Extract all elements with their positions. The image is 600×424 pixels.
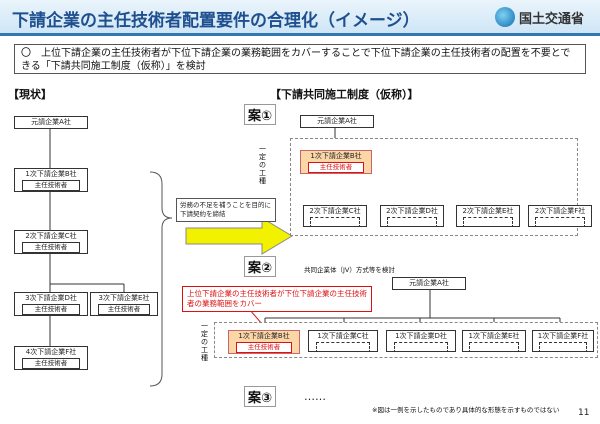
engineer-slot [469,342,519,351]
engineer-slot [310,217,360,226]
case2-sub-b-box: 1次下請企業B社主任技術者 [228,330,300,354]
current-sub-d-box: 3次下請企業D社主任技術者 [14,292,88,316]
case2-sub-f-box: 1次下請企業F社 [532,330,594,352]
company-name: 1次下請企業F社 [537,332,589,340]
case2-label: 案② [244,256,277,277]
logo-text: 国土交通省 [519,12,585,27]
page-number: 11 [578,408,590,418]
company-name: 3次下請企業E社 [98,294,150,302]
case2-sub-d-box: 1次下請企業D社 [386,330,456,352]
company-name: 2次下請企業D社 [386,207,438,215]
engineer-label: 主任技術者 [308,162,364,173]
engineer-slot [539,342,587,351]
engineer-slot [393,342,449,351]
arrow-note: 労務の不足を補うことを目的に下請契約を締結 [176,198,276,222]
engineer-slot [535,217,585,226]
company-name: 1次下請企業B社 [310,152,362,160]
case3-label: 案③ [244,386,277,407]
page-title: 下請企業の主任技術者配置要件の合理化（イメージ） [12,11,420,31]
engineer-label: 主任技術者 [22,180,80,191]
engineer-slot [463,217,513,226]
summary-box: 〇 上位下請企業の主任技術者が下位下請企業の業務範囲をカバーすることで下位下請企… [14,44,586,74]
mlit-logo-icon [495,7,515,27]
company-name: 2次下請企業C社 [25,232,77,240]
company-name: 3次下請企業D社 [25,294,77,302]
case1-sub-c-box: 2次下請企業C社 [303,205,367,227]
jv-note: 共同企業体（JV）方式等を検討 [304,266,395,274]
company-name: 2次下請企業F社 [534,207,586,215]
company-name: 元請企業A社 [317,117,357,125]
current-sub-e-box: 3次下請企業E社主任技術者 [90,292,158,316]
case1-vertical-label: 一定の工種 [259,145,266,185]
case1-sub-d-box: 2次下請企業D社 [380,205,444,227]
case2-vertical-label: 一定の工種 [201,322,208,362]
company-name: 1次下請企業B社 [238,332,290,340]
engineer-label: 主任技術者 [22,358,80,369]
case2-prime-box: 元請企業A社 [392,277,466,290]
current-sub-f-box: 4次下請企業F社主任技術者 [14,346,88,370]
company-name: 元請企業A社 [31,118,71,126]
engineer-label: 主任技術者 [236,342,292,353]
case1-prime-box: 元請企業A社 [300,115,374,128]
case1-sub-b-box: 1次下請企業B社主任技術者 [300,150,372,174]
proposal-label: 【下請共同施工制度（仮称）】 [270,88,419,101]
case2-sub-e-box: 1次下請企業E社 [462,330,526,352]
logo: 国土交通省 [495,5,595,29]
red-callout: 上位下請企業の主任技術者が下位下請企業の主任技術者の業務範囲をカバー [182,286,372,312]
engineer-label: 主任技術者 [97,304,151,315]
company-name: 1次下請企業D社 [395,332,447,340]
engineer-label: 主任技術者 [22,242,80,253]
case3-ellipsis: …… [304,390,326,403]
current-label: 【現状】 [8,88,52,101]
engineer-slot [387,217,437,226]
engineer-label: 主任技術者 [22,304,80,315]
company-name: 1次下請企業E社 [468,332,520,340]
case1-label: 案① [244,104,277,125]
case1-sub-e-box: 2次下請企業E社 [456,205,520,227]
company-name: 元請企業A社 [409,279,449,287]
company-name: 1次下請企業C社 [317,332,369,340]
case2-sub-c-box: 1次下請企業C社 [308,330,378,352]
company-name: 2次下請企業C社 [309,207,361,215]
current-sub-b-box: 1次下請企業B社主任技術者 [14,168,88,192]
current-prime-box: 元請企業A社 [14,116,88,129]
current-sub-c-box: 2次下請企業C社主任技術者 [14,230,88,254]
company-name: 2次下請企業E社 [462,207,514,215]
footnote: ※図は一例を示したものであり具体的な形態を示すものではない [372,406,560,414]
case1-sub-f-box: 2次下請企業F社 [528,205,592,227]
engineer-slot [315,342,371,351]
company-name: 1次下請企業B社 [25,170,77,178]
company-name: 4次下請企業F社 [25,348,77,356]
